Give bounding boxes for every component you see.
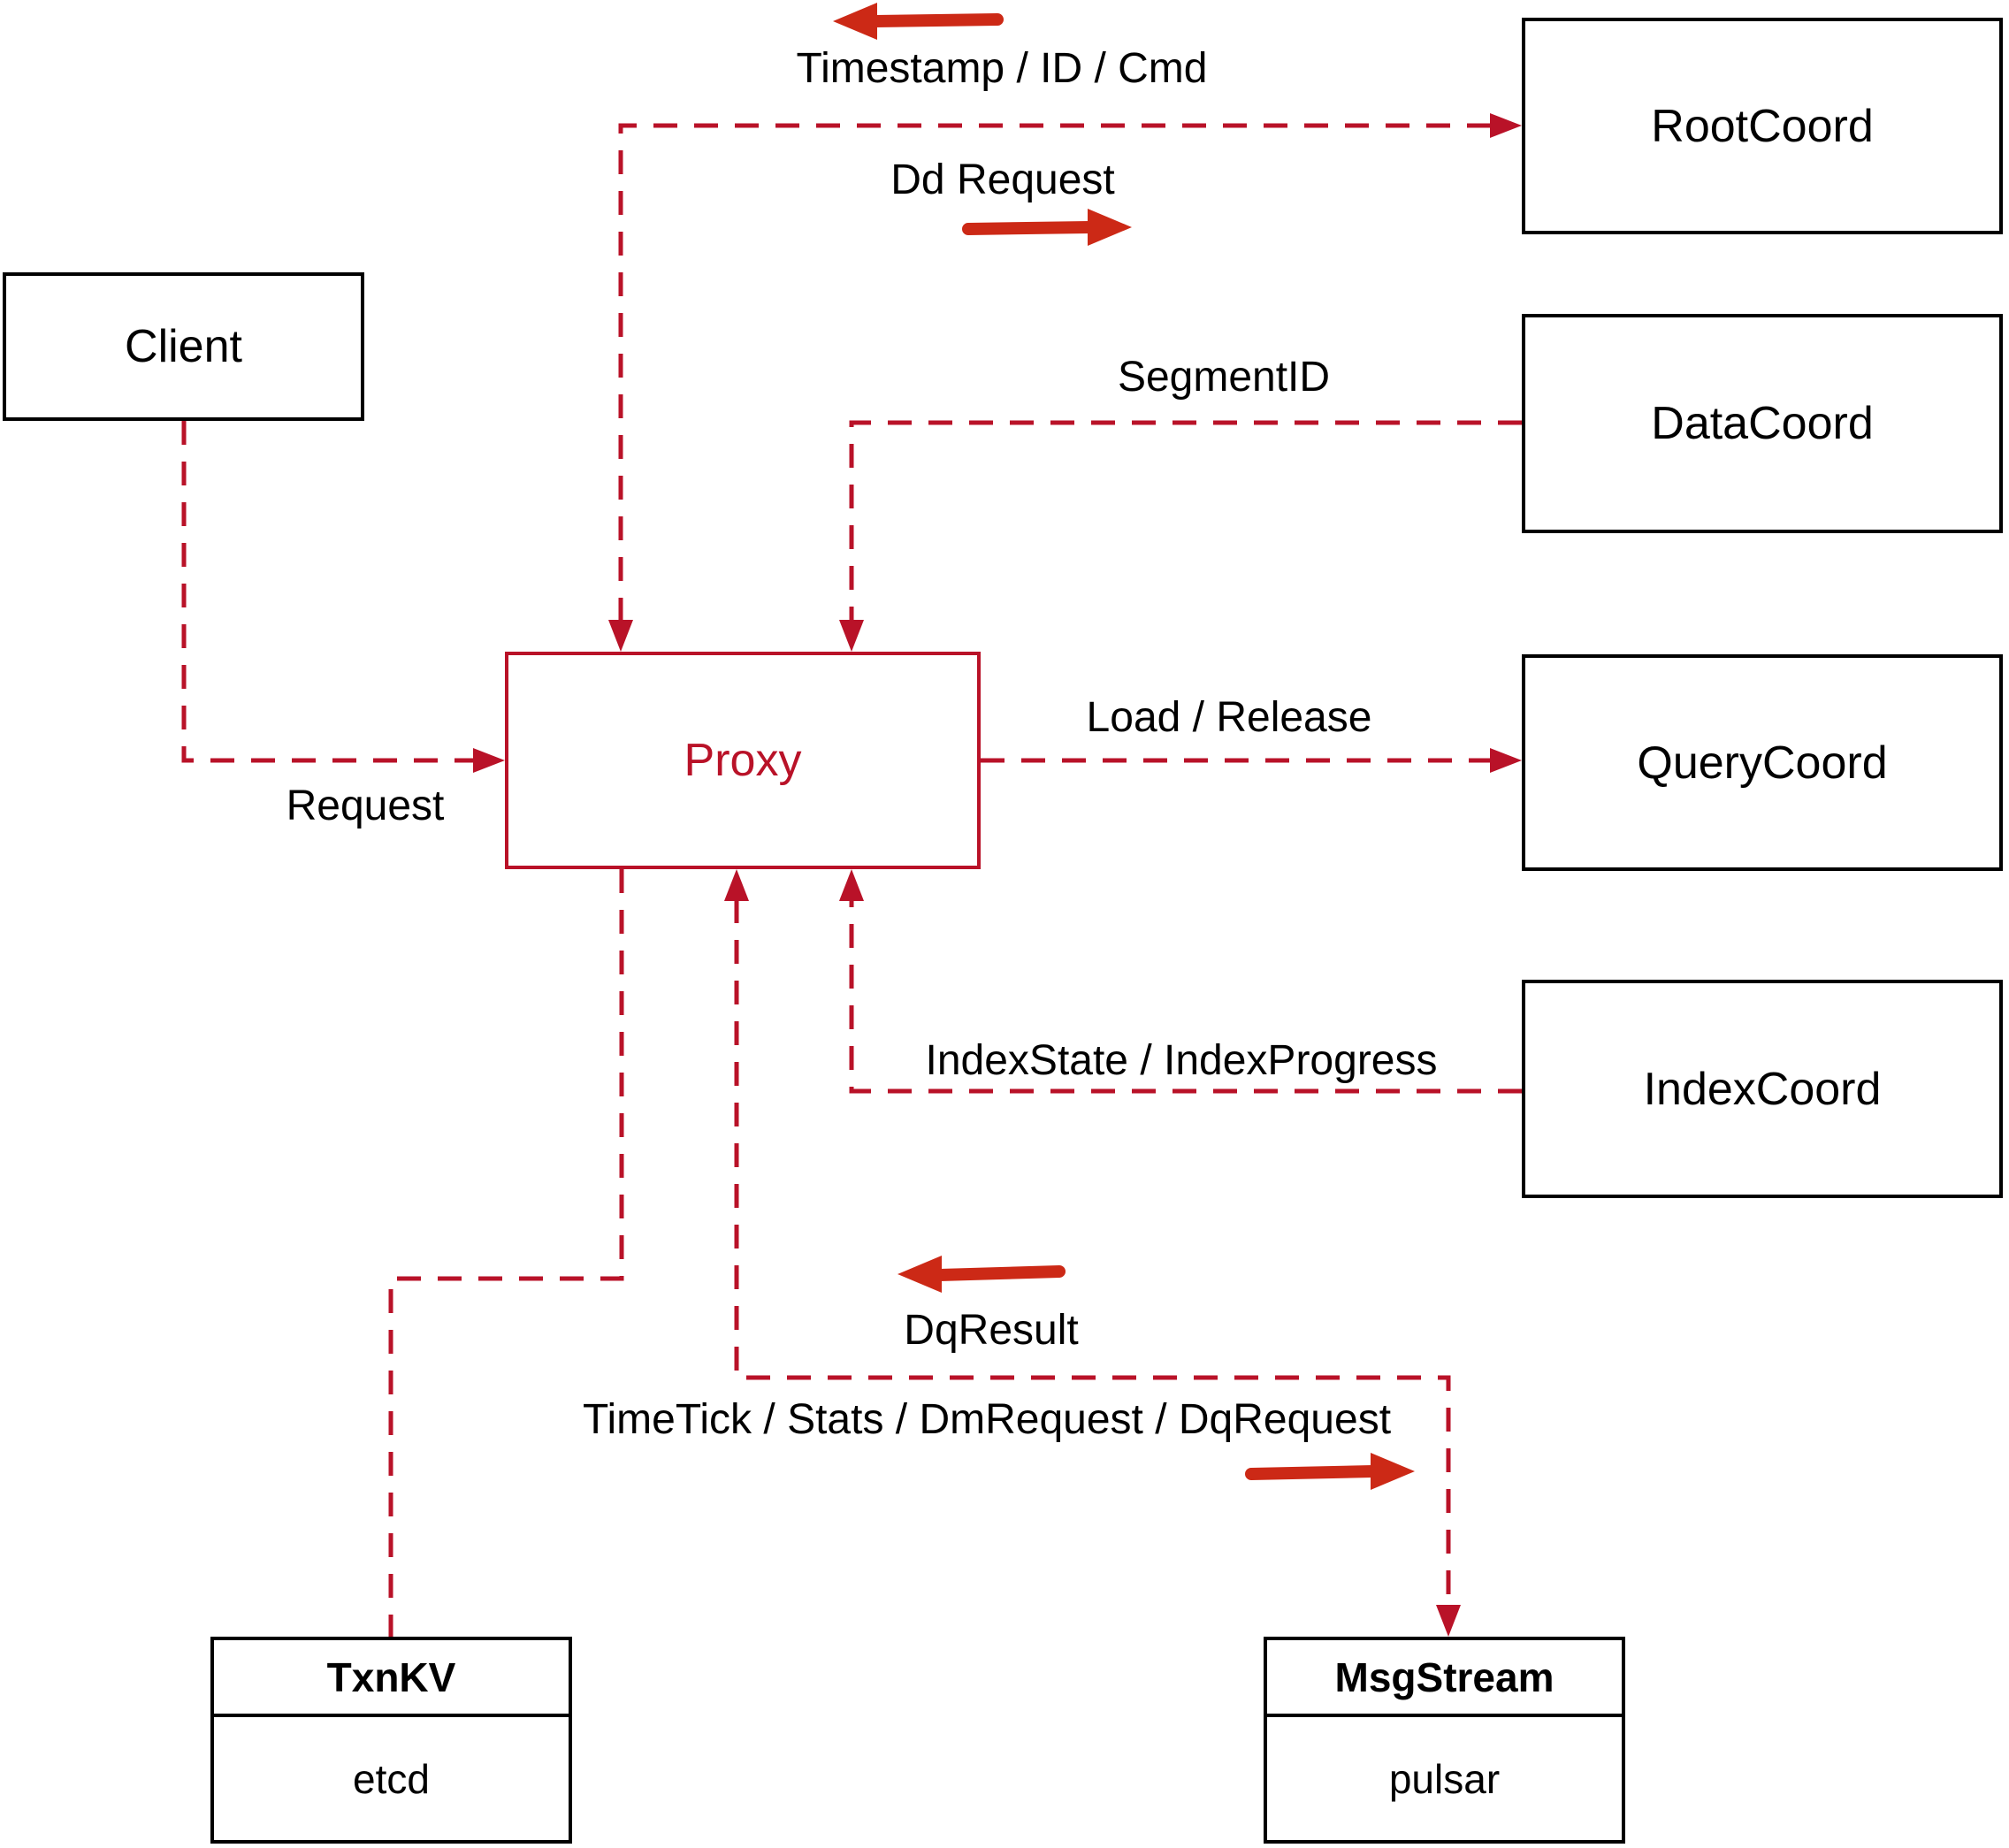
edge-label-dd-request: Dd Request [890,157,1115,203]
connector-proxy-txnkv [388,869,624,1637]
msgstream-subtitle: pulsar [1388,1755,1501,1802]
arrowhead-into-msgstream [1436,1605,1461,1637]
datacoord-node: DataCoord [1522,314,2003,533]
edge-label-index-state: IndexState / IndexProgress [925,1037,1438,1084]
edge-label-segment-id: SegmentID [1117,354,1331,401]
edge-label-load-release: Load / Release [1086,694,1372,741]
txnkv-title: TxnKV [214,1640,569,1717]
edge-label-time-tick: TimeTick / Stats / DmRequest / DqRequest [582,1396,1392,1443]
dqresult-left-arrow-tail [934,1265,1066,1281]
connector-indexcoord-proxy [849,899,1522,1094]
connector-proxy-msgstream [734,899,1451,1607]
msgstream-node: MsgStream pulsar [1264,1637,1625,1844]
arrowhead-into-rootcoord [1490,113,1522,138]
arrowhead-into-querycoord [1490,748,1522,773]
arrowhead-into-proxy-bottom-middle [724,869,749,901]
client-node: Client [3,272,364,421]
arrowhead-into-proxy-bottom-right [839,869,864,901]
arrowhead-into-proxy-top-right [839,620,864,652]
proxy-node: Proxy [505,652,981,869]
timestamp-left-arrow-head [833,3,877,40]
arrowhead-into-proxy-top-left [608,620,633,652]
edge-label-timestamp: Timestamp / ID / Cmd [796,45,1208,92]
timetick-right-arrow-tail [1245,1465,1379,1480]
dd-request-right-arrow-tail [962,221,1096,235]
arrowhead-into-proxy-left [473,748,505,773]
proxy-label: Proxy [684,735,802,786]
edge-label-request: Request [286,783,445,829]
querycoord-node: QueryCoord [1522,654,2003,871]
rootcoord-node: RootCoord [1522,18,2003,234]
timetick-right-arrow-head [1371,1453,1415,1490]
indexcoord-node: IndexCoord [1522,980,2003,1198]
datacoord-label: DataCoord [1651,398,1874,449]
connector-proxy-rootcoord [618,123,1492,622]
querycoord-label: QueryCoord [1637,737,1888,789]
msgstream-title: MsgStream [1267,1640,1622,1717]
txnkv-node: TxnKV etcd [210,1637,572,1844]
indexcoord-label: IndexCoord [1643,1063,1882,1115]
connector-datacoord-proxy [849,420,1522,622]
timestamp-left-arrow-tail [869,13,1004,27]
dd-request-right-arrow-head [1088,209,1132,246]
rootcoord-label: RootCoord [1651,100,1874,152]
connector-client-proxy [181,421,475,763]
edge-label-dq-result: DqResult [904,1307,1079,1354]
direction-annotation-arrows [833,3,1415,1490]
client-label: Client [125,321,242,372]
txnkv-subtitle: etcd [353,1755,430,1802]
dqresult-left-arrow-head [898,1256,942,1293]
